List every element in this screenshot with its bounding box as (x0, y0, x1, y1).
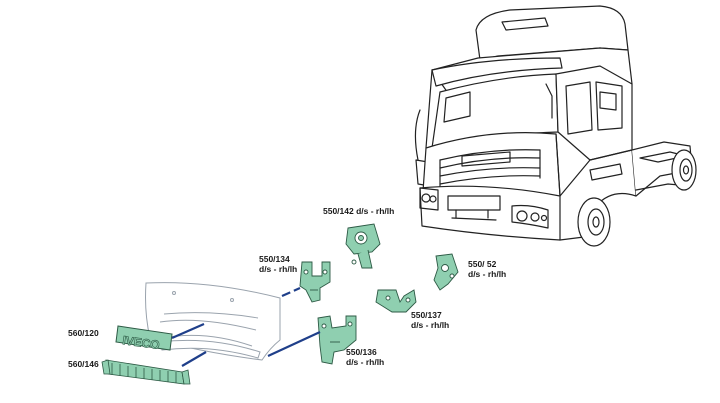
label-550-136: 550/136 d/s - rh/lh (346, 347, 384, 367)
label-550-137: 550/137 d/s - rh/lh (411, 310, 449, 330)
label-560-120-code: 560/120 (68, 328, 99, 338)
label-550-134-side: d/s - rh/lh (259, 264, 298, 274)
iveco-badge-part: IVECO (115, 325, 173, 352)
bracket-550-136 (317, 315, 357, 365)
label-550-137-code: 550/137 (411, 310, 442, 320)
label-550-142: 550/142 d/s - rh/lh (323, 206, 394, 216)
label-550-134: 550/134 d/s - rh/lh (259, 254, 297, 274)
label-550-136-side: d/s - rh/lh (346, 357, 385, 367)
label-560-146-code: 560/146 (68, 359, 99, 369)
bracket-550-134 (299, 261, 331, 303)
bracket-550-142 (345, 223, 381, 269)
grille-trim-part (101, 359, 191, 385)
label-550-52: 550/ 52 d/s - rh/lh (468, 259, 506, 279)
truck-illustration (414, 5, 697, 247)
label-550-52-code: 550/ 52 (468, 259, 497, 269)
badge-text: IVECO (122, 333, 161, 352)
label-550-136-code: 550/136 (346, 347, 377, 357)
label-550-52-side: d/s - rh/lh (468, 269, 507, 279)
label-550-142-code: 550/142 d/s - rh/lh (323, 206, 395, 216)
label-550-137-side: d/s - rh/lh (411, 320, 450, 330)
label-560-146: 560/146 (68, 359, 99, 369)
bracket-550-137 (375, 289, 417, 313)
bracket-550-52 (433, 253, 459, 291)
label-560-120: 560/120 (68, 328, 99, 338)
label-550-134-code: 550/134 (259, 254, 290, 264)
leader-lines (171, 286, 321, 367)
